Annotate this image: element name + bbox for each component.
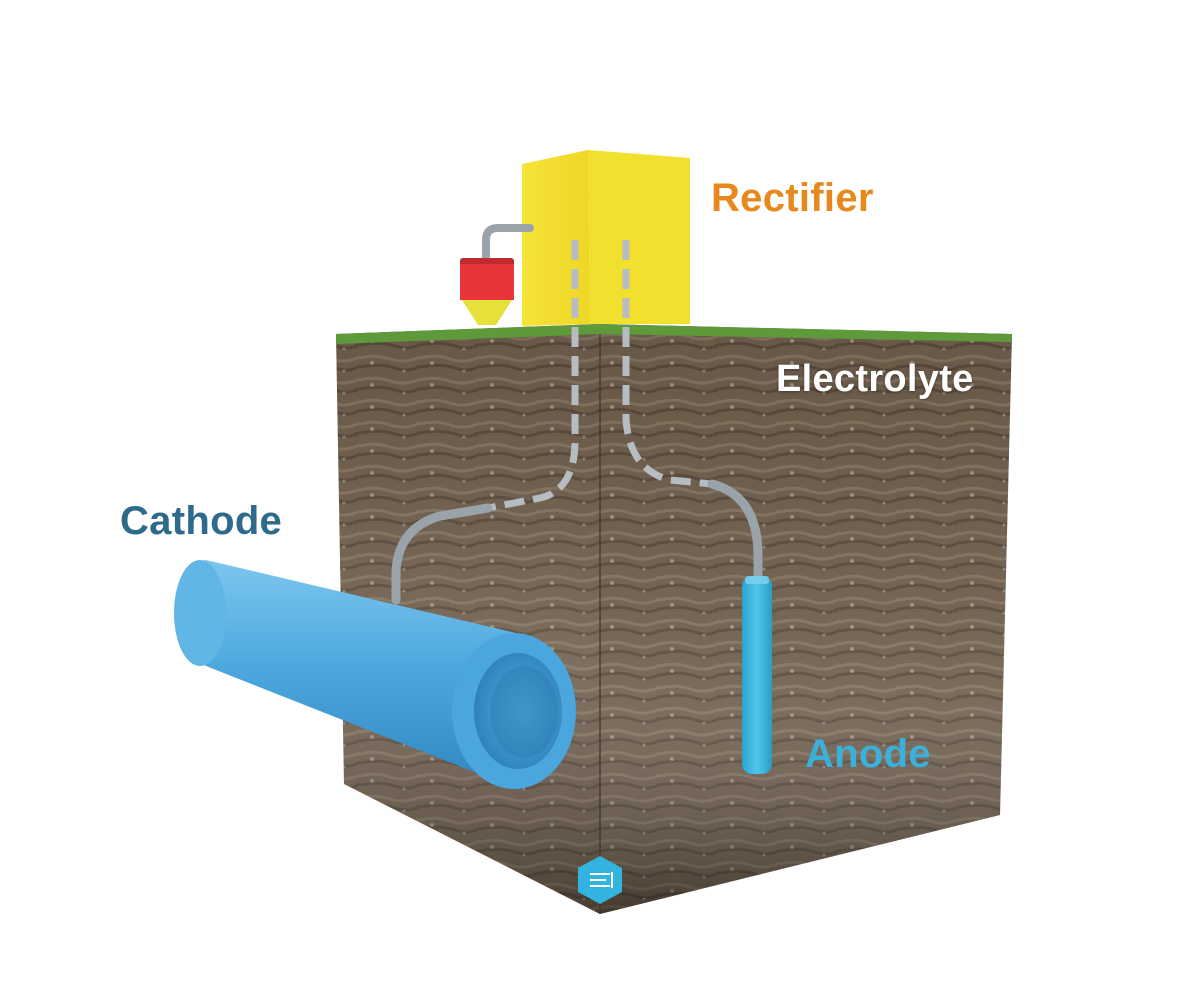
anode-label: Anode <box>805 732 931 776</box>
grass-strip <box>336 324 1012 344</box>
connector-wire <box>482 224 534 266</box>
anode-top <box>745 576 769 584</box>
cathode-label: Cathode <box>120 499 283 543</box>
cathode-pipe-back-end <box>174 560 226 666</box>
electrolyte-label: Electrolyte <box>776 358 974 400</box>
rectifier-box-side <box>588 150 690 324</box>
wire-to-anode <box>707 479 763 585</box>
wire-to-cathode <box>391 503 493 605</box>
junction-red <box>460 264 514 300</box>
cathode-pipe-body <box>175 560 520 790</box>
soil-right-shade <box>600 324 1012 914</box>
wire-to-anode-dashed <box>622 240 713 488</box>
junction-yellow <box>462 300 512 325</box>
wire-to-cathode-dashed <box>487 240 579 512</box>
document-lines-icon <box>578 856 622 904</box>
rectifier-box-front <box>522 150 590 326</box>
anode-rod <box>742 576 772 774</box>
rectifier-label: Rectifier <box>711 176 874 220</box>
cathode-pipe-inner-shadow <box>490 666 558 758</box>
